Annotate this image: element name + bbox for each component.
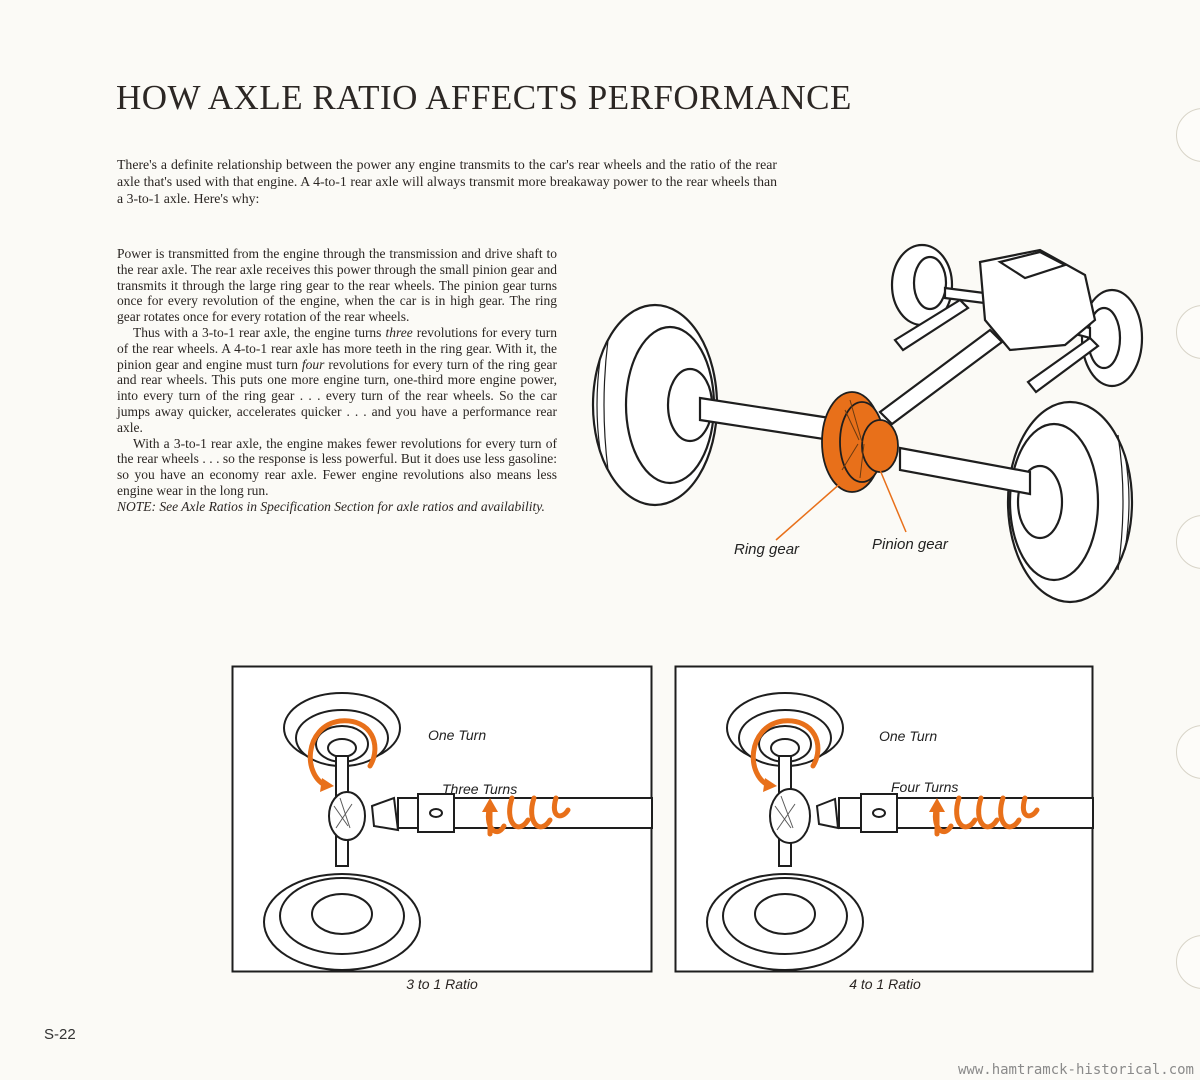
front-left-wheel [591,303,719,507]
paragraph-1: Power is transmitted from the engine thr… [117,246,557,325]
panel-caption-4to1: 4 to 1 Ratio [849,976,921,992]
binder-hole [1176,725,1200,779]
back-left-wheel [890,243,954,327]
ratio-panel-3to1: One Turn Three Turns [231,665,653,973]
ring-gear [769,788,811,844]
page-title: HOW AXLE RATIO AFFECTS PERFORMANCE [116,78,852,117]
binder-hole [1176,935,1200,989]
right-axle-tube [898,446,1032,496]
note: NOTE: See Axle Ratios in Specification S… [117,498,545,514]
binder-hole [1176,108,1200,162]
one-turn-label: One Turn [428,727,486,743]
binder-hole [1176,515,1200,569]
paragraph-3: With a 3-to-1 rear axle, the engine make… [117,435,557,498]
turns-label: Four Turns [891,779,958,795]
panel-caption-3to1: 3 to 1 Ratio [406,976,478,992]
intro-paragraph: There's a definite relationship between … [117,157,777,206]
body-text: Power is transmitted from the engine thr… [117,246,557,515]
binder-hole [1176,305,1200,359]
watermark: www.hamtramck-historical.com [957,1062,1194,1078]
pinion-gear-label: Pinion gear [872,536,949,553]
turns-label: Three Turns [442,781,517,797]
wheel-rotation-arrow [750,718,821,789]
pinion-gear [370,796,400,832]
ratio-panel-4to1: One Turn Four Turns [674,665,1094,973]
ring-gear-label: Ring gear [734,541,800,558]
ring-gear [821,391,899,493]
paragraph-2: Thus with a 3-to-1 rear axle, the engine… [117,324,558,435]
left-axle-tube [698,396,832,442]
wheel-rotation-arrow [307,718,378,789]
shaft-rotation-coils [486,795,571,837]
back-right-wheel [1080,288,1144,388]
drive-shaft [878,328,1004,426]
ring-gear [328,791,366,841]
differential-housing [978,248,1097,352]
front-right-wheel [1006,400,1134,604]
one-turn-label: One Turn [879,728,937,744]
page-number: S-22 [44,1026,76,1043]
